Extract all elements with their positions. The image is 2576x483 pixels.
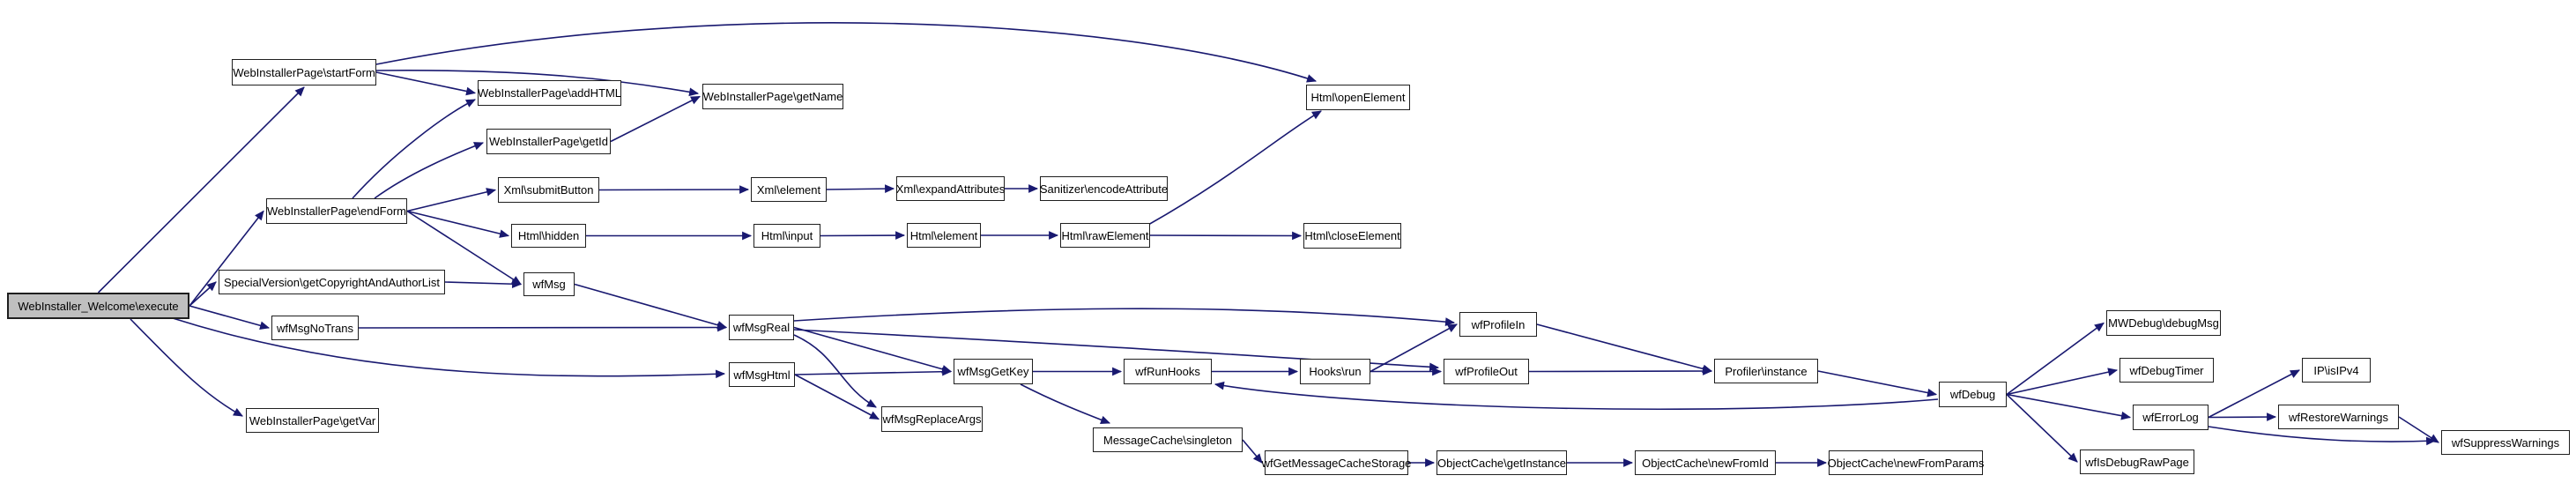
graph-edge-wfProfileOut-to-profilerInstance [1528,367,1713,375]
graph-node-closeElement[interactable]: Html\closeElement [1303,223,1401,249]
graph-edge-submitButton-to-xmlElement [598,185,750,194]
graph-node-encodeAttribute[interactable]: Sanitizer\encodeAttribute [1040,176,1168,201]
graph-node-startForm[interactable]: WebInstallerPage\startForm [232,59,376,85]
graph-node-debugMsg[interactable]: MWDebug\debugMsg [2106,310,2221,336]
graph-node-singleton[interactable]: MessageCache\singleton [1093,427,1243,452]
graph-edge-execute-to-startForm [97,86,305,294]
graph-node-newFromId[interactable]: ObjectCache\newFromId [1635,450,1776,475]
graph-node-getId[interactable]: WebInstallerPage\getId [486,129,611,154]
graph-edge-wfMsgGetKey-to-singleton [1020,383,1111,424]
graph-edge-execute-to-wfMsgNoTrans [189,305,271,331]
graph-edge-wfRestoreWarnings-to-wfSuppressWarnings [2398,416,2439,443]
graph-node-wfErrorLog[interactable]: wfErrorLog [2133,405,2209,430]
graph-node-objGetInstance[interactable]: ObjectCache\getInstance [1436,450,1567,475]
graph-edge-startForm-to-addHTML [375,71,477,96]
graph-node-wfIsDebugRawPage[interactable]: wfIsDebugRawPage [2080,450,2194,474]
graph-node-wfMsgHtml[interactable]: wfMsgHtml [729,362,795,387]
graph-node-wfDebugTimer[interactable]: wfDebugTimer [2119,358,2214,383]
graph-node-hooksRun[interactable]: Hooks\run [1300,359,1370,384]
graph-edge-wfMsgNoTrans-to-wfMsgReal [358,323,728,332]
graph-edge-wfErrorLog-to-wfRestoreWarnings [2208,412,2277,421]
graph-edge-profilerInstance-to-wfDebug [1817,370,1938,398]
graph-edge-getId-to-getName [610,95,701,143]
graph-edge-startForm-to-openElement [375,22,1318,83]
graph-edge-wfErrorLog-to-wfSuppressWarnings [2208,426,2437,446]
graph-edge-wfDebug-to-wfRunHooks [1214,381,1939,411]
graph-edge-wfMsgHtml-to-wfMsgGetKey [794,367,953,376]
graph-edge-execute-to-getCopyrightAndAuthorList [189,281,217,307]
graph-edge-wfMsgReal-to-wfProfileOut [793,329,1440,372]
graph-node-htmlElement[interactable]: Html\element [907,223,981,248]
graph-edge-execute-to-getVar [130,318,243,417]
graph-node-wfMsg[interactable]: wfMsg [523,272,575,296]
graph-edge-getCopyrightAndAuthorList-to-wfMsg [444,279,523,289]
graph-edge-wfMsgReal-to-wfMsgReplaceArgs [793,334,877,408]
graph-node-expandAttributes[interactable]: Xml\expandAttributes [896,176,1005,201]
graph-node-wfRestoreWarnings[interactable]: wfRestoreWarnings [2278,405,2399,429]
graph-node-rawElement[interactable]: Html\rawElement [1060,223,1150,248]
graph-edge-wfMsgReal-to-wfProfileIn [793,308,1456,326]
graph-edge-execute-to-wfMsgHtml [172,317,726,379]
graph-edge-hooksRun-to-wfProfileIn [1370,323,1458,373]
graph-node-wfMsgReplaceArgs[interactable]: wfMsgReplaceArgs [881,406,983,432]
graph-node-getName[interactable]: WebInstallerPage\getName [702,84,843,109]
graph-edge-wfDebug-to-wfErrorLog [2006,393,2132,420]
graph-node-xmlElement[interactable]: Xml\element [751,177,827,202]
graph-node-openElement[interactable]: Html\openElement [1306,85,1410,110]
graph-node-addHTML[interactable]: WebInstallerPage\addHTML [478,80,621,106]
graph-edge-wfDebug-to-debugMsg [2006,322,2105,396]
graph-edge-wfProfileIn-to-profilerInstance [1536,323,1713,374]
graph-edge-endForm-to-addHTML [352,99,476,199]
graph-edge-wfDebug-to-wfDebugTimer [2006,368,2119,396]
graph-node-getVar[interactable]: WebInstallerPage\getVar [246,408,379,433]
graph-edge-endForm-to-hidden [406,210,510,238]
graph-edge-execute-to-endForm [189,210,264,307]
graph-node-submitButton[interactable]: Xml\submitButton [498,177,599,203]
graph-edge-endForm-to-getId [374,142,485,199]
graph-edge-wfDebug-to-wfIsDebugRawPage [2006,393,2078,463]
graph-node-htmlInput[interactable]: Html\input [753,224,820,248]
graph-node-wfMsgNoTrans[interactable]: wfMsgNoTrans [271,316,359,340]
graph-edge-startForm-to-getName [375,70,700,97]
graph-edge-singleton-to-storage [1242,439,1263,464]
graph-node-wfMsgReal[interactable]: wfMsgReal [729,315,794,340]
graph-node-wfRunHooks[interactable]: wfRunHooks [1124,359,1212,384]
graph-node-wfSuppressWarnings[interactable]: wfSuppressWarnings [2441,430,2570,455]
graph-node-storage[interactable]: wfGetMessageCacheStorage [1262,450,1411,475]
graph-edge-htmlInput-to-htmlElement [820,231,906,240]
graph-node-wfProfileOut[interactable]: wfProfileOut [1444,359,1529,384]
graph-node-hidden[interactable]: Html\hidden [511,224,586,248]
graph-node-wfMsgGetKey[interactable]: wfMsgGetKey [954,359,1033,384]
graph-edge-wfMsgReal-to-wfMsgGetKey [793,326,953,374]
graph-edge-endForm-to-wfMsg [406,210,522,286]
graph-edge-wfMsg-to-wfMsgReal [574,283,728,330]
graph-edge-wfErrorLog-to-isIPv4 [2208,369,2300,419]
graph-node-profilerInstance[interactable]: Profiler\instance [1714,359,1818,383]
graph-edge-endForm-to-submitButton [406,188,497,212]
graph-edge-wfMsgHtml-to-wfMsgReplaceArgs [794,374,880,420]
graph-node-wfDebug[interactable]: wfDebug [1939,382,2007,407]
graph-node-getCopyrightAndAuthorList[interactable]: SpecialVersion\getCopyrightAndAuthorList [219,270,445,294]
graph-node-endForm[interactable]: WebInstallerPage\endForm [266,198,407,224]
graph-node-execute: WebInstaller_Welcome\execute [7,293,189,319]
graph-edge-rawElement-to-closeElement [1149,231,1303,241]
graph-node-newFromParams[interactable]: ObjectCache\newFromParams [1828,450,1984,475]
graph-edge-rawElement-to-openElement [1147,110,1322,226]
graph-node-wfProfileIn[interactable]: wfProfileIn [1459,312,1537,337]
graph-node-isIPv4[interactable]: IP\isIPv4 [2302,358,2371,383]
